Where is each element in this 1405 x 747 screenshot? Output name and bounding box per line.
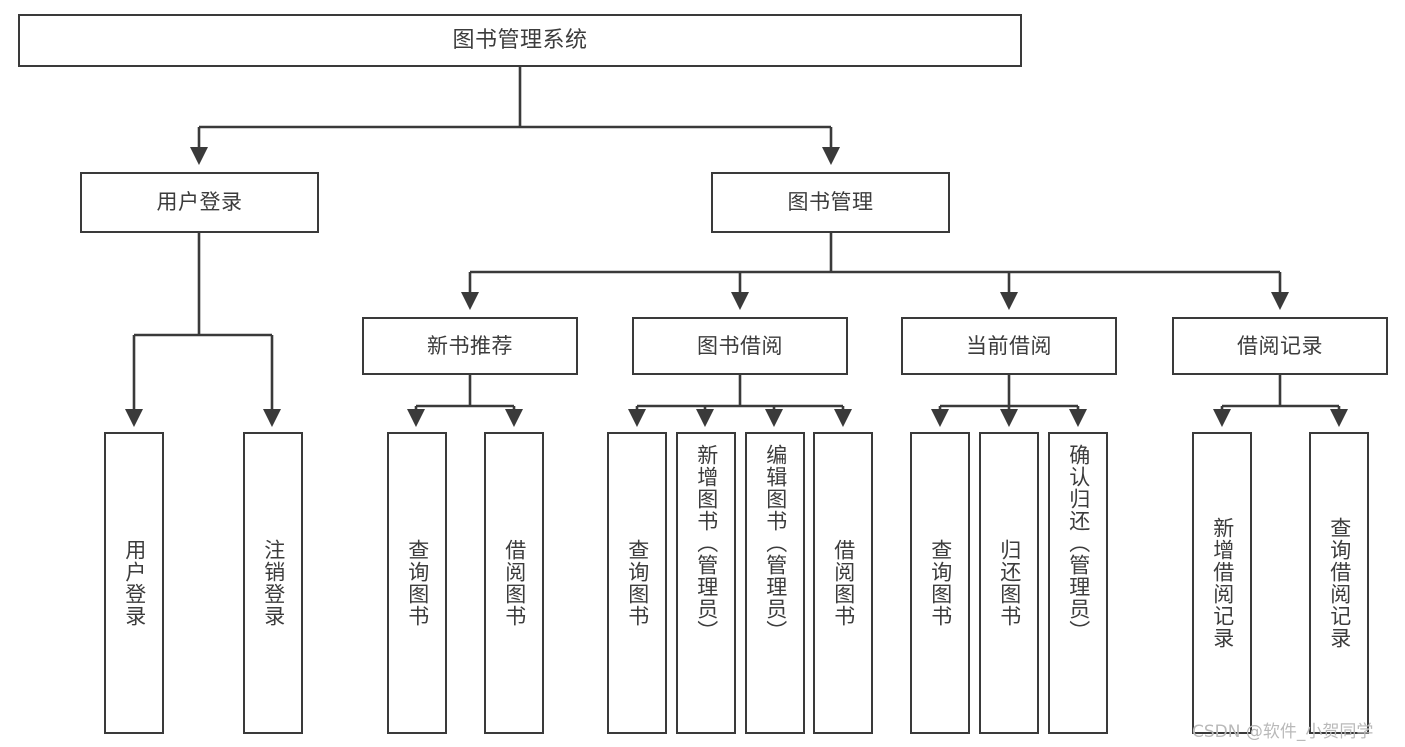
leaf-confirm-return-admin[interactable]: 确认归还（管理员）	[1048, 432, 1108, 734]
node-book-management[interactable]: 图书管理	[711, 172, 950, 233]
leaf-borrow-book-recommend[interactable]: 借阅图书	[484, 432, 544, 734]
node-label: 借阅图书	[831, 539, 856, 627]
node-label: 查询借阅记录	[1327, 517, 1352, 649]
leaf-add-book-admin[interactable]: 新增图书（管理员）	[676, 432, 736, 734]
node-label: 图书管理系统	[452, 27, 588, 53]
node-label: 用户登录	[156, 190, 243, 215]
leaf-query-book-current[interactable]: 查询图书	[910, 432, 970, 734]
leaf-return-book[interactable]: 归还图书	[979, 432, 1039, 734]
node-new-book-recommend[interactable]: 新书推荐	[362, 317, 578, 375]
node-label: 用户登录	[122, 539, 147, 627]
node-user-login[interactable]: 用户登录	[80, 172, 319, 233]
node-label: 借阅图书	[502, 539, 527, 627]
leaf-query-book-recommend[interactable]: 查询图书	[387, 432, 447, 734]
node-label: 新增图书（管理员）	[694, 444, 719, 642]
node-label: 新书推荐	[427, 333, 513, 358]
node-label: 查询图书	[928, 539, 953, 627]
node-label: 归还图书	[997, 539, 1022, 627]
node-current-borrow[interactable]: 当前借阅	[901, 317, 1117, 375]
node-label: 图书管理	[787, 190, 874, 215]
leaf-query-book-borrow[interactable]: 查询图书	[607, 432, 667, 734]
leaf-user-login[interactable]: 用户登录	[104, 432, 164, 734]
leaf-borrow-book[interactable]: 借阅图书	[813, 432, 873, 734]
node-label: 借阅记录	[1237, 333, 1323, 358]
node-label: 新增借阅记录	[1210, 517, 1235, 649]
leaf-logout[interactable]: 注销登录	[243, 432, 303, 734]
leaf-query-borrow-record[interactable]: 查询借阅记录	[1309, 432, 1369, 734]
node-borrow-record[interactable]: 借阅记录	[1172, 317, 1388, 375]
node-label: 注销登录	[261, 539, 286, 627]
node-root-system[interactable]: 图书管理系统	[18, 14, 1022, 67]
node-label: 编辑图书（管理员）	[763, 444, 788, 642]
node-label: 确认归还（管理员）	[1066, 444, 1091, 642]
node-label: 图书借阅	[697, 333, 783, 358]
node-label: 查询图书	[405, 539, 430, 627]
node-book-borrow[interactable]: 图书借阅	[632, 317, 848, 375]
csdn-watermark: CSDN @软件_小贺同学	[1192, 722, 1374, 742]
leaf-add-borrow-record[interactable]: 新增借阅记录	[1192, 432, 1252, 734]
node-label: 当前借阅	[966, 333, 1052, 358]
leaf-edit-book-admin[interactable]: 编辑图书（管理员）	[745, 432, 805, 734]
node-label: 查询图书	[625, 539, 650, 627]
